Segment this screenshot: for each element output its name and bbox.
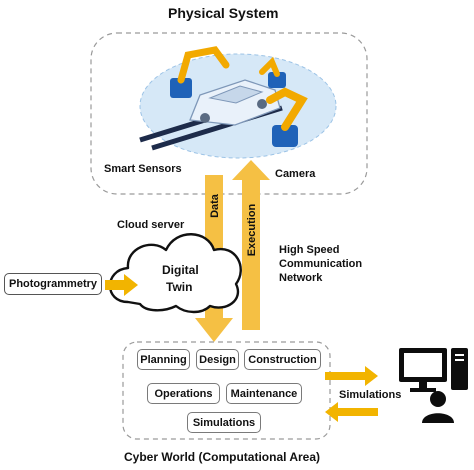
computer-user-icon	[399, 348, 468, 423]
car-wheel	[257, 99, 267, 109]
camera-label: Camera	[275, 168, 316, 180]
car-roof	[208, 85, 264, 104]
simulation-arrow-left	[325, 402, 378, 422]
robot-base	[272, 125, 298, 147]
data-label: Data	[209, 194, 221, 218]
robot-base	[268, 72, 286, 88]
simulation-arrow-right	[325, 366, 378, 386]
physical-system-boundary	[90, 32, 368, 195]
cloud-server-label: Cloud server	[117, 219, 185, 231]
operations-module: Operations	[147, 383, 220, 404]
network-label-line1: High Speed	[279, 244, 340, 256]
robot-arm	[259, 56, 280, 77]
cyber-world-boundary	[122, 341, 331, 440]
simulations-module: Simulations	[187, 412, 261, 433]
maintenance-module: Maintenance	[226, 383, 302, 404]
photogrammetry-arrow	[105, 274, 138, 296]
design-module: Design	[196, 349, 239, 370]
execution-arrow	[232, 160, 270, 330]
network-label-line2: Communication	[279, 258, 363, 270]
robot-base	[170, 78, 192, 98]
robot-arm	[177, 46, 230, 84]
cloud-shape	[109, 233, 242, 314]
cyber-world-title: Cyber World (Computational Area)	[124, 450, 321, 464]
photogrammetry-box: Photogrammetry	[4, 273, 102, 295]
digital-twin-line1: Digital	[162, 263, 199, 277]
robot-arm	[266, 87, 308, 131]
execution-label: Execution	[246, 203, 258, 257]
construction-module: Construction	[244, 349, 321, 370]
planning-module: Planning	[137, 349, 190, 370]
simulations-link-label: Simulations	[339, 389, 402, 401]
factory-illustration	[139, 46, 337, 159]
physical-system-title: Physical System	[168, 5, 279, 21]
car-wheel	[200, 113, 210, 123]
smart-sensors-label: Smart Sensors	[104, 163, 182, 175]
digital-twin-line2: Twin	[166, 280, 193, 294]
network-label-line3: Network	[279, 272, 323, 284]
